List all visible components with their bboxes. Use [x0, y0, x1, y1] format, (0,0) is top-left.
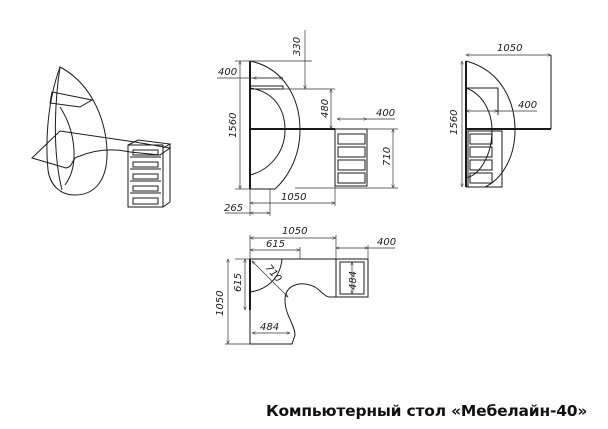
plan-dim-total-depth: 1050 [215, 291, 226, 316]
dim-base-width: 265 [224, 203, 243, 214]
side-dim-top-length: 1050 [497, 43, 522, 54]
product-title: Компьютерный стол «Мебелайн-40» [266, 402, 588, 420]
dim-height: 1560 [228, 113, 239, 138]
plan-dim-corner-length: 615 [266, 239, 285, 250]
isometric-view [31, 66, 172, 208]
dim-shelf-depth: 400 [218, 67, 237, 78]
dim-top-length: 1050 [281, 192, 306, 203]
plan-dim-drawer-width: 400 [377, 237, 396, 248]
side-view: 1050 400 1560 [449, 43, 551, 187]
side-dim-shelf-depth: 400 [518, 100, 537, 111]
plan-dim-leg-width: 484 [260, 322, 279, 333]
dim-drawer-width: 400 [376, 108, 395, 119]
side-dim-height: 1560 [449, 110, 460, 135]
plan-dim-total-length: 1050 [282, 226, 307, 237]
plan-dim-drawer-depth: 484 [348, 271, 359, 290]
plan-view: 1050 615 400 1050 615 710 484 484 [215, 226, 396, 344]
front-view: 330 400 1560 480 400 710 1050 265 [217, 30, 398, 216]
dim-desk-height: 710 [382, 147, 393, 166]
dim-shelf-gap: 480 [320, 99, 331, 118]
plan-dim-corner-depth: 615 [233, 273, 244, 292]
dim-top-offset: 330 [292, 37, 303, 56]
